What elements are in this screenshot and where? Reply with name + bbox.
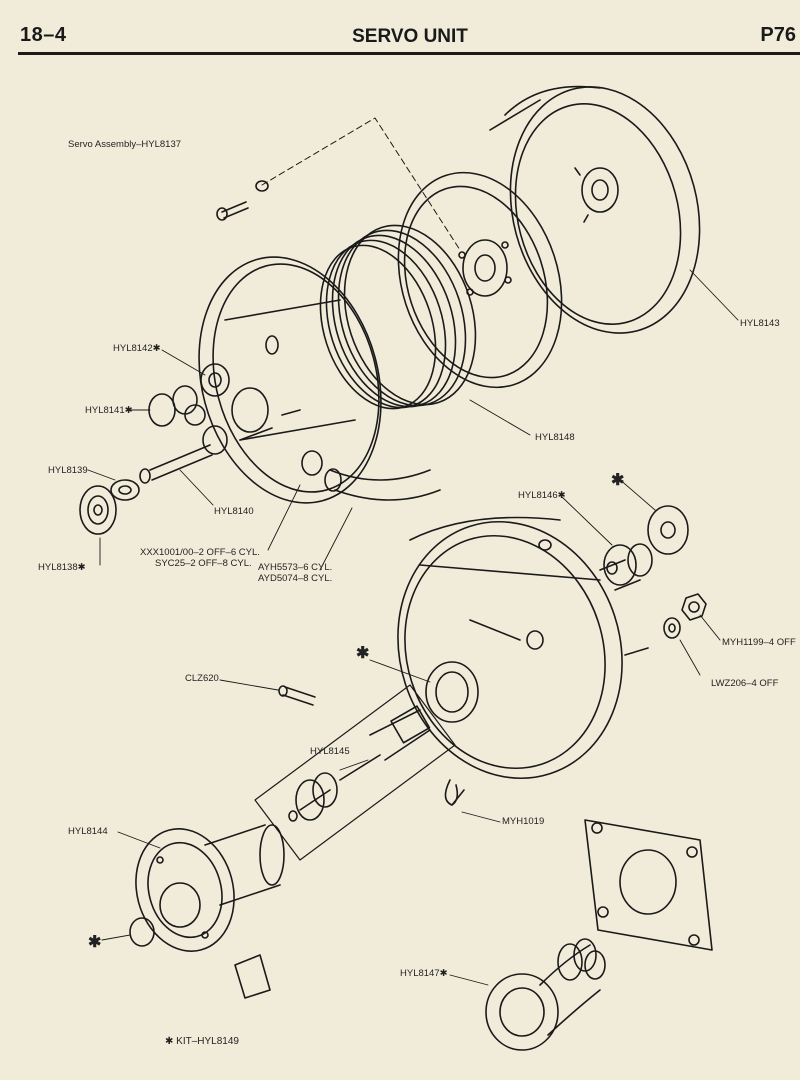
label-hyl8139: HYL8139 (48, 465, 88, 476)
seal-drawing (425, 661, 479, 723)
label-syc25-line2: SYC25–2 OFF–8 CYL. (155, 558, 252, 569)
diaphragm-plate-drawing (397, 171, 563, 389)
page-number: P76 (760, 24, 796, 46)
front-shell-drawing (198, 117, 461, 504)
asterisk-seal: ✱ (356, 645, 370, 662)
asterisk-piston: ✱ (88, 934, 102, 951)
page-title: SERVO UNIT (352, 26, 468, 47)
label-hyl8147: HYL8147✱ (400, 968, 448, 979)
label-servo-assembly: Servo Assembly–HYL8137 (68, 139, 182, 150)
rear-shell-drawing (489, 85, 701, 334)
label-ayd5074-line2: AYD5074–8 CYL. (258, 573, 333, 584)
label-hyl8146: HYL8146✱ (518, 490, 566, 501)
label-hyl8145: HYL8145 (310, 746, 350, 757)
label-kit: ✱ KIT–HYL8149 (165, 1036, 239, 1047)
label-ayh5573-line1: AYH5573–6 CYL. (258, 562, 333, 573)
pushrod-drawing (254, 684, 456, 861)
asterisk-washer: ✱ (611, 472, 625, 489)
label-hyl8144: HYL8144 (68, 826, 108, 837)
diaphragm-drawing (319, 224, 477, 410)
label-myh1019: MYH1019 (502, 816, 545, 827)
bolt-drawing (216, 180, 269, 221)
leader-lines (87, 269, 739, 986)
servo-body-drawing (397, 516, 649, 780)
label-lwz206: LWZ206–4 OFF (711, 678, 779, 689)
section-number: 18–4 (20, 24, 67, 46)
label-hyl8148: HYL8148 (535, 432, 575, 443)
label-clz620: CLZ620 (185, 673, 219, 684)
label-hyl8143: HYL8143 (740, 318, 780, 329)
label-myh1199: MYH1199–4 OFF (722, 637, 796, 648)
label-hyl8141: HYL8141✱ (85, 405, 133, 416)
label-hyl8142: HYL8142✱ (113, 343, 161, 354)
boot-drawing (485, 938, 606, 1051)
small-parts-drawing (79, 363, 230, 535)
clip-drawing (444, 779, 465, 806)
nut-drawing (663, 593, 707, 639)
label-hyl8140: HYL8140 (214, 506, 254, 517)
header-rule (18, 52, 800, 55)
label-hyl8138: HYL8138✱ (38, 562, 86, 573)
washer-drawing (647, 505, 689, 555)
guide-drawing (129, 824, 285, 999)
gasket-drawing (584, 819, 713, 951)
spacer-drawing (603, 543, 653, 586)
label-xxx1001-line1: XXX1001/00–2 OFF–6 CYL. (140, 547, 260, 558)
pin-drawing (278, 685, 316, 706)
